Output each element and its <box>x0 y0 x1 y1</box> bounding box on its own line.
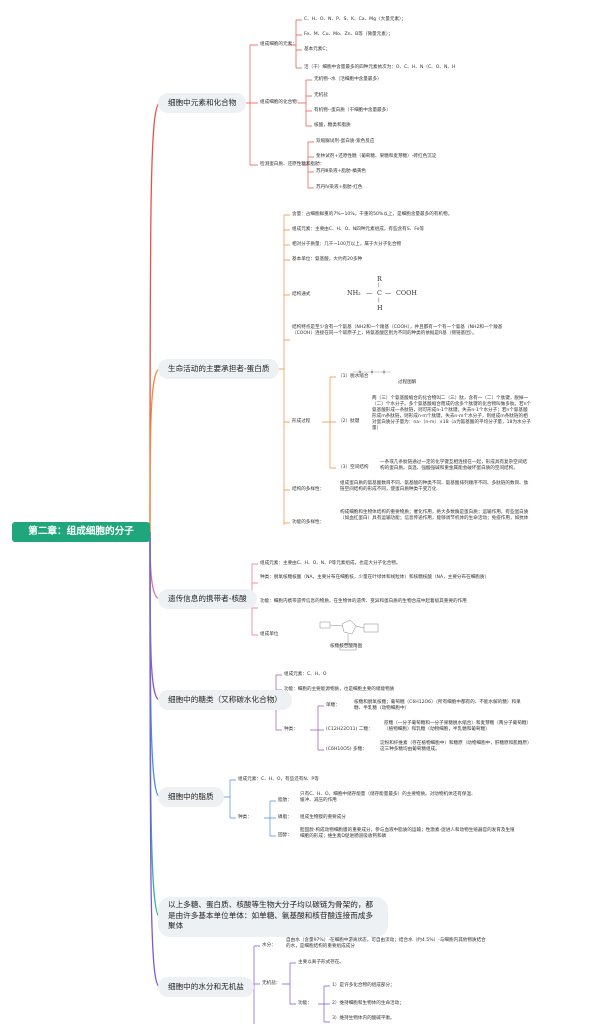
salts-function-label[interactable]: 功能： <box>298 1001 312 1006</box>
water-label[interactable]: 水分： <box>262 943 276 948</box>
sugar-types-label[interactable]: 种类： <box>284 727 298 732</box>
diversity-text[interactable]: 组成蛋白质的氨基酸数目不同、氨基酸的种类不同、氨基酸排列顺序不同、多肽链的数目、… <box>340 481 529 492</box>
formula-bond-down: | <box>378 297 380 303</box>
process-label[interactable]: 形成过程 <box>292 419 311 424</box>
list-item[interactable]: 核酸，糖类和脂质 <box>314 123 351 128</box>
sugar-function[interactable]: 功能：细胞的主要能源物质，也是细胞主要的储能物质 <box>284 687 395 692</box>
dehydration-diagram <box>353 369 391 375</box>
disaccharide-label[interactable]: (C12H22O11) 二糖： <box>326 727 373 732</box>
sub-label-elements[interactable]: 组成细胞的元素： <box>260 42 297 47</box>
topic-sugars[interactable]: 细胞中的糖类（又称碳水化合物） <box>158 690 292 710</box>
protein-elements[interactable]: 组成元素：主要由C、H、O、N四种元素组成，有些含有S、Fe等 <box>292 227 425 232</box>
list-item[interactable]: 有机物--蛋白质（干细胞中含量最多） <box>314 108 391 113</box>
nucleic-elements[interactable]: 组成元素：主要由C、H、O、N、P等元素组成，也是大分子化合物。 <box>260 561 401 566</box>
topic-water-salts[interactable]: 细胞中的水分和无机盐 <box>158 977 254 997</box>
nucleic-function[interactable]: 功能：细胞内携带遗传信息的物质，在生物体的遗传、变异和蛋白质的生物合成中起着极其… <box>260 599 467 604</box>
list-item[interactable]: 基本元素C； <box>304 47 331 52</box>
root-topic[interactable]: 第二章：组成细胞的分子 <box>12 522 150 542</box>
peptide-bond-text[interactable]: 两（三）个氨基酸缩合的化合物叫二（三）肽，含有一（二）个肽键，脱掉一（二）个水分… <box>372 396 532 431</box>
polysaccharide-text[interactable]: 淀粉和纤维素（存在植物细胞中）和糖原（动物细胞中，肝糖原和肌糖原）这三种多糖均由… <box>380 741 532 752</box>
lipid-elements[interactable]: 组成元素：C、H、O，有些还有N、P等 <box>238 777 319 782</box>
list-item[interactable]: 活（干）细胞中含量最多的四种元素依次为：O、C、H、N（C、O、N、H <box>304 65 456 70</box>
formula-nh2: NH₂ <box>347 289 361 297</box>
salts-existence[interactable]: 主要以离子形式存在。 <box>298 960 344 965</box>
structure-label[interactable]: 结构通式 <box>292 292 311 297</box>
formula-bond-left: — <box>366 289 373 297</box>
protein-mass[interactable]: 相对分子质量：几千~100万以上，属于大分子化合物 <box>292 242 402 247</box>
function-text[interactable]: 构成细胞和生物体结构的重要物质；催化作用，绝大多数酶是蛋白质；运输作用，有些蛋白… <box>340 510 529 521</box>
diagram-caption: 过程图解 <box>398 380 417 385</box>
sub-label-detection[interactable]: 检测蛋白质、还原性糖和脂肪： <box>260 162 325 167</box>
sub-label-compounds[interactable]: 组成细胞的化合物： <box>260 100 302 105</box>
diversity-label[interactable]: 结构的多样性： <box>292 487 325 492</box>
structure-note[interactable]: 结构特点是至少含有一个氨基（NH2和一个羧基（COOH），并且都有一个有一个氨基… <box>292 325 503 336</box>
disaccharide-text[interactable]: 蔗糖（一分子葡萄糖和一分子果糖脱水缩合）和麦芽糖（两分子葡萄糖）（植物细胞）和乳… <box>384 721 532 732</box>
step-spatial[interactable]: （3）空间结构 <box>338 465 369 470</box>
topic-lipids[interactable]: 细胞中的脂质 <box>158 787 224 807</box>
list-item[interactable]: 无机盐 <box>314 93 328 98</box>
list-item[interactable]: Fe、M、Cu、Mo、Zn、B等（微量元素）； <box>304 32 393 37</box>
list-item[interactable]: 3）维持生物体内的酸碱平衡。 <box>332 1016 395 1021</box>
formula-h: H <box>377 304 383 312</box>
list-item[interactable]: 苏丹Ⅲ染液+脂肪-橘黄色 <box>316 169 367 174</box>
list-item[interactable]: 双缩脲试剂-蛋白质-紫色反应 <box>316 139 375 144</box>
protein-unit[interactable]: 基本单位：氨基酸，大约有20多种 <box>292 257 363 262</box>
sterol-text[interactable]: 胆固醇-构成动物细胞膜的重要成分，参与血液中脂质的运输；性激素-促进人和动物生殖… <box>300 828 515 839</box>
monosaccharide-label[interactable]: 单糖： <box>326 703 340 708</box>
list-item[interactable]: 1）是许多化合物的组成部分； <box>332 983 395 988</box>
step-peptide-bond[interactable]: （2）肽键 <box>338 419 360 424</box>
function-label[interactable]: 功能的多样性： <box>292 520 325 525</box>
protein-content[interactable]: 含量：占细胞鲜重的7%~10%，干重的50%以上，是细胞含量最多的有机物。 <box>292 212 453 217</box>
nucleic-types[interactable]: 种类：脱氧核糖核酸（NA，主要分布在细胞核，少量在叶绿体和线粒体）和核糖核酸（N… <box>260 575 490 580</box>
step-dehydration[interactable]: （1）脱水缩合 <box>338 374 369 379</box>
list-item[interactable]: 苏丹Ⅳ染液+脂肪-红色 <box>316 185 363 190</box>
formula-r: R <box>377 275 382 283</box>
monosaccharide-text[interactable]: 核糖和脱氧核糖；葡萄糖（C6H12O6）（所有细胞中都有的、不能水解的糖）和果糖… <box>354 700 521 711</box>
list-item[interactable]: 无机物--水（活细胞中含量最多） <box>314 77 382 82</box>
fat-label[interactable]: 脂肪： <box>278 798 292 803</box>
topic-protein[interactable]: 生命活动的主要承担者-蛋白质 <box>158 359 280 379</box>
salts-label[interactable]: 无机盐： <box>262 981 281 986</box>
formula-bond-right: — <box>385 289 392 297</box>
nucleotide-diagram <box>319 619 379 651</box>
polysaccharide-label[interactable]: (C6H10O5) 多糖： <box>326 747 367 752</box>
topic-nucleic-acid[interactable]: 遗传信息的携带者-核酸 <box>158 589 257 609</box>
phospholipid-text[interactable]: 组成生物膜的重要成分 <box>300 815 346 820</box>
topic-elements-compounds[interactable]: 细胞中元素和化合物 <box>158 93 247 113</box>
formula-bond-up: | <box>378 282 380 288</box>
water-text[interactable]: 自由水（含量97%）-在细胞中游离状态，可自由流动；结合水（约4.5%）-与细胞… <box>286 938 486 949</box>
list-item[interactable]: 斐林试剂+还原性糖（葡萄糖、果糖和麦芽糖）-砖红色沉淀 <box>316 154 437 159</box>
sugar-elements[interactable]: 组成元素：C、H、O <box>284 672 327 677</box>
formula-cooh: COOH <box>396 289 417 297</box>
lipid-types-label[interactable]: 种类： <box>238 815 252 820</box>
list-item[interactable]: C、H、O、N、P、S、K、Ca、Mg（大量元素）； <box>304 17 406 22</box>
spatial-text[interactable]: 一条或几条肽链通过一定的化学键互相连接在一起，形成具有复杂空间结构的蛋白质。高温… <box>380 460 528 471</box>
formula-c: C <box>377 289 382 297</box>
phospholipid-label[interactable]: 磷脂： <box>278 815 292 820</box>
nucleic-unit-label[interactable]: 组成单位 <box>260 632 279 637</box>
fat-text[interactable]: 只有C、H、O，细胞中储存能量（储存能量最多）的主要物质。对动物机体还有保温、缓… <box>300 792 476 803</box>
nucleotide-caption: 核糖核苷酸简图 <box>330 644 363 649</box>
macromolecule-note[interactable]: 以上多糖、蛋白质、核酸等生物大分子均以碳链为骨架的，都是由许多基本单位单体：如单… <box>158 897 388 937</box>
sterol-label[interactable]: 固醇： <box>278 833 292 838</box>
list-item[interactable]: 2）维持细胞和生物体的生命活动； <box>332 1001 404 1006</box>
